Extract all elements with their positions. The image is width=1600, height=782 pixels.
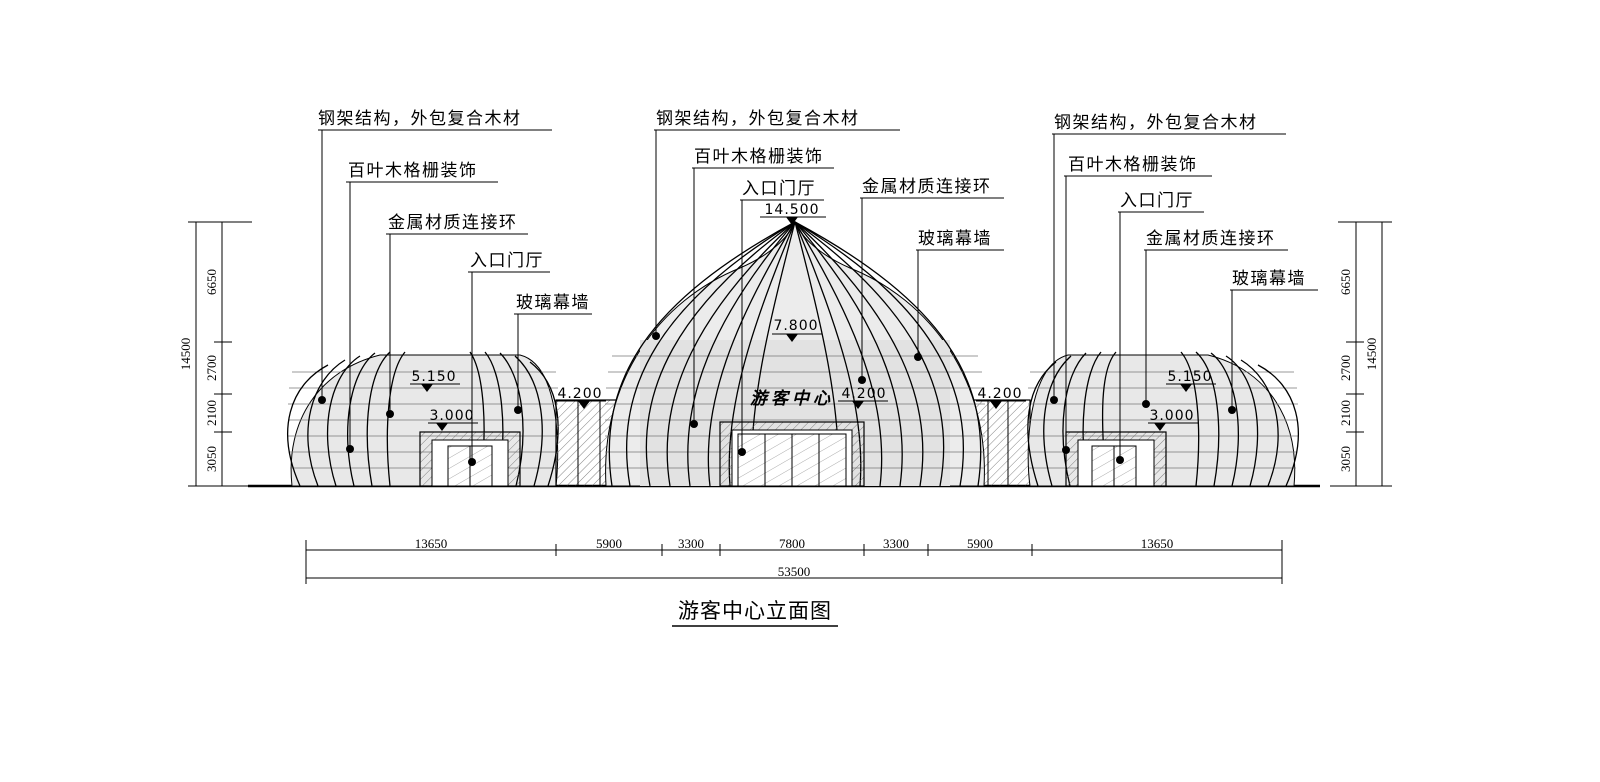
dim-w-6: 5900	[967, 536, 993, 551]
dim-w-5: 3300	[883, 536, 909, 551]
callout-right-5: 玻璃幕墙	[1232, 269, 1306, 289]
elev-center-mid: 7.800	[772, 318, 822, 342]
svg-text:6650: 6650	[204, 269, 219, 295]
svg-text:2700: 2700	[1338, 355, 1353, 381]
dim-w-3: 3300	[678, 536, 704, 551]
dim-w-1: 13650	[415, 536, 448, 551]
height-dimension-left: 14500 6650 2700 2100 3050	[178, 221, 252, 487]
right-dome	[1027, 351, 1299, 487]
callout-right-3: 入口门厅	[1120, 191, 1194, 211]
height-dimension-right: 6650 2700 2100 3050 14500	[1330, 221, 1392, 487]
callout-right-1: 钢架结构，外包复合木材	[1054, 113, 1258, 133]
elev-right-link: 4.200	[976, 386, 1026, 409]
callout-right-4: 金属材质连接环	[1146, 229, 1276, 249]
dim-w-2: 5900	[596, 536, 622, 551]
callout-center-1: 钢架结构，外包复合木材	[656, 109, 860, 129]
svg-text:4.200: 4.200	[841, 386, 886, 402]
elev-right-entry: 3.000	[1148, 408, 1198, 431]
width-dimensions: 13650 5900 3300 7800 3300 5900 13650 535…	[305, 536, 1283, 584]
callout-left-2: 百叶木格栅装饰	[348, 161, 478, 181]
svg-text:7.800: 7.800	[773, 318, 818, 334]
dim-w-total: 53500	[778, 564, 811, 579]
callouts-left	[318, 129, 592, 462]
svg-text:3050: 3050	[1338, 446, 1353, 472]
elev-center-right: 4.200	[838, 386, 888, 409]
svg-text:5.150: 5.150	[411, 369, 456, 385]
callout-left-4: 入口门厅	[470, 251, 544, 271]
callout-center-2: 百叶木格栅装饰	[694, 147, 824, 167]
elev-left-link: 4.200	[556, 386, 606, 409]
elev-right-dome: 5.150	[1166, 369, 1216, 392]
dim-w-4: 7800	[779, 536, 805, 551]
callout-left-5: 玻璃幕墙	[516, 293, 590, 313]
callout-right-2: 百叶木格栅装饰	[1068, 155, 1198, 175]
elev-left-dome: 5.150	[410, 369, 460, 392]
callout-left-3: 金属材质连接环	[388, 213, 518, 233]
callout-center-5: 玻璃幕墙	[918, 229, 992, 249]
svg-text:4.200: 4.200	[977, 386, 1022, 402]
callout-left-1: 钢架结构，外包复合木材	[318, 109, 522, 129]
svg-text:4.200: 4.200	[557, 386, 602, 402]
svg-text:3.000: 3.000	[1149, 408, 1194, 424]
callout-center-4: 金属材质连接环	[862, 177, 992, 197]
svg-text:14500: 14500	[1364, 338, 1379, 371]
callouts-right	[1052, 133, 1318, 460]
elev-center-top: 14.500	[760, 202, 826, 225]
svg-text:2700: 2700	[204, 355, 219, 381]
callout-center-3: 入口门厅	[742, 179, 816, 199]
callouts-center	[654, 129, 1004, 452]
svg-text:14.500: 14.500	[765, 202, 820, 218]
drawing-title: 游客中心立面图	[678, 599, 832, 623]
elevation-marks: 14.500 7.800 4.200 4.200 4.200 5.150	[410, 202, 1216, 431]
dim-w-7: 13650	[1141, 536, 1174, 551]
svg-text:5.150: 5.150	[1167, 369, 1212, 385]
svg-text:3050: 3050	[204, 446, 219, 472]
svg-text:14500: 14500	[178, 338, 193, 371]
center-dome	[605, 220, 985, 487]
svg-text:2100: 2100	[204, 400, 219, 426]
svg-text:2100: 2100	[1338, 400, 1353, 426]
elev-left-entry: 3.000	[428, 408, 478, 431]
svg-text:3.000: 3.000	[429, 408, 474, 424]
left-dome	[287, 351, 559, 487]
building-sign: 游客中心	[750, 389, 834, 409]
svg-text:6650: 6650	[1338, 269, 1353, 295]
